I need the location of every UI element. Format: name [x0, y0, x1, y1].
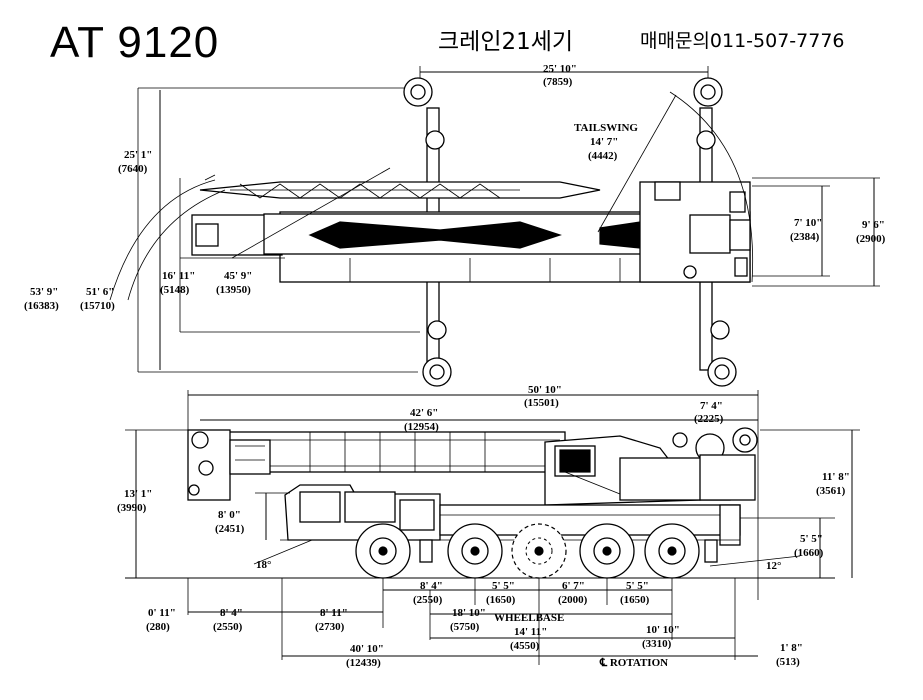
rear-overhang-ft: 7' 4"	[700, 400, 723, 412]
outrigger-span-mm: (7859)	[543, 76, 573, 88]
wheel-5	[644, 523, 700, 579]
side-view: 50' 10" (15501) 42' 6" (12954) 7' 4" (22…	[117, 384, 860, 669]
rear-height-ft: 5' 5"	[800, 533, 823, 545]
overall-length-ft: 50' 10"	[528, 384, 562, 396]
rotation-label: ℄ ROTATION	[599, 657, 668, 669]
boom-length-mm: (12954)	[404, 421, 439, 433]
body-width-mm: (2384)	[790, 231, 820, 243]
axle-3-4-ft: 6' 7"	[562, 580, 585, 592]
wheel-3	[511, 523, 567, 579]
radius-4-mm: (13950)	[216, 284, 251, 296]
axle-1-2-mm: (2550)	[413, 594, 443, 606]
front-to-axle-mm: (2550)	[213, 621, 243, 633]
front-height-ft: 8' 0"	[218, 509, 241, 521]
front-to-rotation-ft: 8' 11"	[320, 607, 348, 619]
wheel-4	[579, 523, 635, 579]
radius-4-ft: 45' 9"	[224, 270, 252, 282]
overall-width-ft: 9' 6"	[862, 219, 885, 231]
wheel-1	[355, 523, 411, 579]
front-to-rotation-mm: (2730)	[315, 621, 345, 633]
radius-1-ft: 53' 9"	[30, 286, 58, 298]
axle-2-3-ft: 5' 5"	[492, 580, 515, 592]
cab-height-mm: (3561)	[816, 485, 846, 497]
departure-angle: 12°	[766, 560, 781, 572]
wheelbase-rear-ft: 14' 11"	[514, 626, 547, 638]
approach-angle: 18°	[256, 559, 271, 571]
axle-1-2-ft: 8' 4"	[420, 580, 443, 592]
tailswing-label: TAILSWING	[574, 122, 638, 134]
axle-3-4-mm: (2000)	[558, 594, 588, 606]
boom	[187, 429, 566, 501]
front-height-mm: (2451)	[215, 523, 245, 535]
overall-width-mm: (2900)	[856, 233, 886, 245]
rear-end-mm: (513)	[776, 656, 800, 668]
outrigger-span-ft: 25' 10"	[543, 63, 577, 75]
radius-2-mm: (15710)	[80, 300, 115, 312]
wheels	[355, 523, 700, 579]
radius-1-mm: (16383)	[24, 300, 59, 312]
body-width-ft: 7' 10"	[794, 217, 822, 229]
outrigger-width-ft: 25' 1"	[124, 149, 152, 161]
wheelbase-rear-mm: (4550)	[510, 640, 540, 652]
axle-4-5-ft: 5' 5"	[626, 580, 649, 592]
boom-length-ft: 42' 6"	[410, 407, 438, 419]
radius-2-ft: 51' 6"	[86, 286, 114, 298]
tailswing-mm: (4442)	[588, 150, 618, 162]
rear-height-mm: (1660)	[794, 547, 824, 559]
tailswing-ft: 14' 7"	[590, 136, 618, 148]
outrigger-width-mm: (7640)	[118, 163, 148, 175]
front-to-axle-ft: 8' 4"	[220, 607, 243, 619]
radius-3-ft: 16' 11"	[162, 270, 195, 282]
rotation-to-rear-mm: (3310)	[642, 638, 672, 650]
axle-2-3-mm: (1650)	[486, 594, 516, 606]
axle-4-5-mm: (1650)	[620, 594, 650, 606]
front-overhang-ft: 0' 11"	[148, 607, 176, 619]
carrier-body-top	[191, 181, 751, 283]
front-to-rear-axle-ft: 40' 10"	[350, 643, 384, 655]
radius-3-mm: (5148)	[160, 284, 190, 296]
company-name: 크레인21세기	[438, 29, 574, 55]
overall-length-mm: (15501)	[524, 397, 559, 409]
front-to-rear-axle-mm: (12439)	[346, 657, 381, 669]
top-view: 25' 10" (7859)	[24, 63, 886, 387]
front-overhang-mm: (280)	[146, 621, 170, 633]
overall-height-mm: (3990)	[117, 502, 147, 514]
wheelbase-total-ft: 18' 10"	[452, 607, 486, 619]
cab-height-ft: 11' 8"	[822, 471, 850, 483]
rear-overhang-mm: (2225)	[694, 413, 724, 425]
overall-height-ft: 13' 1"	[124, 488, 152, 500]
rear-end-ft: 1' 8"	[780, 642, 803, 654]
model-title: AT 9120	[50, 18, 220, 67]
wheel-2	[447, 523, 503, 579]
inquiry-phone: 매매문의011-507-7776	[640, 30, 845, 52]
rotation-to-rear-ft: 10' 10"	[646, 624, 680, 636]
wheelbase-label: WHEELBASE	[494, 612, 564, 624]
superstructure	[544, 427, 758, 506]
wheelbase-total-mm: (5750)	[450, 621, 480, 633]
